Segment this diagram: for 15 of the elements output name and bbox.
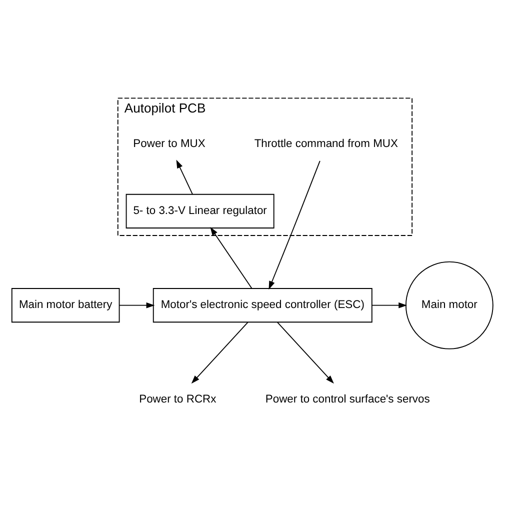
arrow <box>191 321 248 384</box>
node-box: Main motor battery <box>11 288 120 322</box>
arrow <box>268 160 320 290</box>
arrow <box>372 302 408 308</box>
node-text: Power to MUX <box>133 137 206 150</box>
node-text: Power to RCRx <box>139 392 216 405</box>
node-text: Power to control surface's servos <box>265 392 430 405</box>
arrow <box>276 321 334 384</box>
node-text: Throttle command from MUX <box>254 137 398 150</box>
arrow <box>176 159 194 194</box>
arrow <box>119 302 155 308</box>
node-circle: Main motor <box>405 260 494 349</box>
node-box: 5- to 3.3-V Linear regulator <box>126 193 274 228</box>
arrow <box>210 226 252 288</box>
node-box: Motor's electronic speed controller (ESC) <box>152 288 372 322</box>
